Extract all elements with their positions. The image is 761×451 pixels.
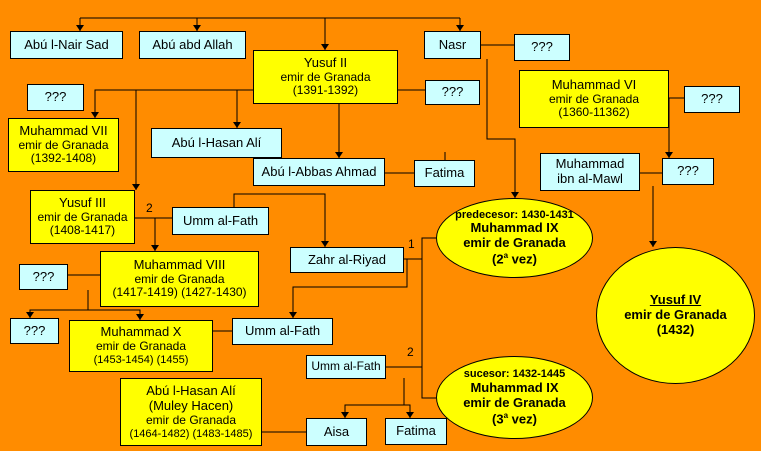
node-label: ??? (441, 84, 464, 100)
node-label: Fatima (424, 165, 465, 181)
node-dates: (1417-1419) (1427-1430) (112, 285, 247, 300)
node-label: Abú abd Allah (152, 36, 233, 52)
node-name: Yusuf II (303, 54, 348, 70)
node-title: emir de Granada (280, 69, 371, 84)
node-name: Muhammad VIII (133, 256, 226, 272)
node-name: Muhammad IX (470, 379, 559, 395)
node-umm-al-fath-3: Umm al-Fath (306, 355, 386, 379)
node-abu-hasan-ali-muley-hacen: Abú l-Hasan Alí (Muley Hacen) emir de Gr… (120, 378, 262, 446)
node-label: ??? (701, 91, 723, 107)
node-label: ??? (44, 89, 67, 105)
node-umm-al-fath-2: Umm al-Fath (232, 318, 333, 345)
node-label: ??? (32, 268, 55, 284)
node-zahr-al-riyad: Zahr al-Riyad (290, 247, 404, 273)
node-label: Fatima (396, 423, 436, 439)
node-muhammad-viii: Muhammad VIII emir de Granada (1417-1419… (100, 251, 259, 307)
node-label: Nasr (438, 36, 467, 52)
node-predecessor: predecesor: 1430-1431 (455, 208, 574, 221)
node-title: emir de Granada (463, 235, 566, 251)
node-abu-hasan-ali-1: Abú l-Hasan Alí (151, 128, 282, 158)
node-unknown-ibn-mawl-wife: ??? (662, 158, 714, 185)
node-unknown-muhammad-viii-wife: ??? (19, 264, 68, 290)
node-dates: (1360-11362) (558, 105, 630, 120)
marriage-number: 1 (408, 237, 415, 251)
node-dates: (1408-1417) (49, 223, 116, 238)
node-alias: (Muley Hacen) (148, 397, 234, 413)
node-label: Umm al-Fath (311, 359, 381, 374)
node-dates: (1464-1482) (1483-1485) (129, 427, 253, 440)
node-name: Muhammad VII (19, 122, 108, 138)
node-umm-al-fath-1: Umm al-Fath (172, 207, 269, 235)
node-yusuf-iii: Yusuf III emir de Granada (1408-1417) (30, 190, 135, 244)
node-name: Yusuf IV (649, 292, 702, 308)
node-muhammad-ix-2nd: predecesor: 1430-1431 Muhammad IX emir d… (436, 198, 593, 278)
reign-close: vez) (508, 410, 537, 426)
node-label: Aisa (323, 423, 350, 439)
node-title: emir de Granada (145, 412, 237, 427)
node-unknown-yusuf-ii-wife-1: ??? (27, 84, 84, 111)
node-title: emir de Granada (18, 137, 109, 152)
node-unknown-yusuf-ii-wife-2: ??? (425, 80, 480, 105)
node-yusuf-iv: Yusuf IV emir de Granada (1432) (596, 247, 755, 384)
node-label: ??? (23, 322, 46, 338)
node-name: Muhammad IX (470, 220, 559, 236)
node-yusuf-ii: Yusuf II emir de Granada (1391-1392) (253, 50, 398, 104)
node-name: Muhammad VI (551, 76, 637, 92)
node-title: emir de Granada (548, 91, 640, 106)
node-fatima-1: Fatima (414, 160, 475, 187)
node-dates: (1391-1392) (292, 83, 359, 98)
node-title: emir de Granada (95, 339, 187, 354)
node-line2: ibn al-Mawl (557, 171, 623, 186)
marriage-number: 2 (146, 201, 153, 215)
node-name: Yusuf III (59, 194, 106, 210)
node-dates: (1432) (656, 321, 695, 337)
node-label: Abú l-Nair Sad (24, 36, 109, 52)
node-unknown-nasr-wife: ??? (514, 34, 570, 61)
node-dates: (1392-1408) (30, 151, 97, 166)
node-label: Umm al-Fath (244, 323, 321, 339)
node-reign-count: (2a vez) (492, 251, 537, 267)
node-label: ??? (677, 163, 699, 179)
node-abu-abd-allah: Abú abd Allah (139, 31, 246, 59)
node-label: Zahr al-Riyad (307, 251, 387, 267)
node-muhammad-ibn-al-mawl: Muhammad ibn al-Mawl (540, 153, 640, 191)
node-fatima-2: Fatima (385, 418, 447, 445)
node-title: emir de Granada (134, 271, 225, 286)
node-title: emir de Granada (624, 307, 727, 323)
node-muhammad-x: Muhammad X emir de Granada (1453-1454) (… (69, 320, 213, 372)
node-label: Abú l-Abbas Ahmad (261, 163, 377, 179)
reign-superscript: a (503, 410, 509, 420)
node-muhammad-ix-3rd: sucesor: 1432-1445 Muhammad IX emir de G… (436, 356, 593, 439)
node-aisa: Aisa (306, 418, 367, 446)
node-title: emir de Granada (37, 209, 128, 224)
reign-open: (2 (492, 251, 504, 267)
node-title: emir de Granada (463, 394, 566, 410)
node-label: Umm al-Fath (182, 212, 259, 228)
node-abu-abbas-ahmad: Abú l-Abbas Ahmad (253, 158, 385, 186)
reign-close: vez) (508, 251, 537, 267)
node-unknown-child: ??? (10, 318, 59, 344)
node-label: Abú l-Hasan Alí (171, 134, 262, 150)
reign-open: (3 (492, 410, 504, 426)
reign-superscript: a (503, 251, 509, 261)
node-muhammad-vii: Muhammad VII emir de Granada (1392-1408) (8, 118, 119, 172)
node-muhammad-vi: Muhammad VI emir de Granada (1360-11362) (519, 70, 669, 128)
node-unknown-muhammad-vi-wife: ??? (684, 86, 740, 113)
node-nasr: Nasr (424, 31, 481, 59)
node-abu-nair-sad: Abú l-Nair Sad (10, 31, 123, 59)
node-name: Abú l-Hasan Alí (146, 382, 236, 398)
node-dates: (1453-1454) (1455) (93, 354, 189, 367)
node-name: Muhammad X (100, 324, 182, 340)
node-successor: sucesor: 1432-1445 (463, 368, 566, 381)
node-line1: Muhammad (555, 156, 625, 172)
node-reign-count: (3a vez) (492, 411, 537, 427)
marriage-number: 2 (407, 345, 414, 359)
node-label: ??? (531, 39, 553, 55)
